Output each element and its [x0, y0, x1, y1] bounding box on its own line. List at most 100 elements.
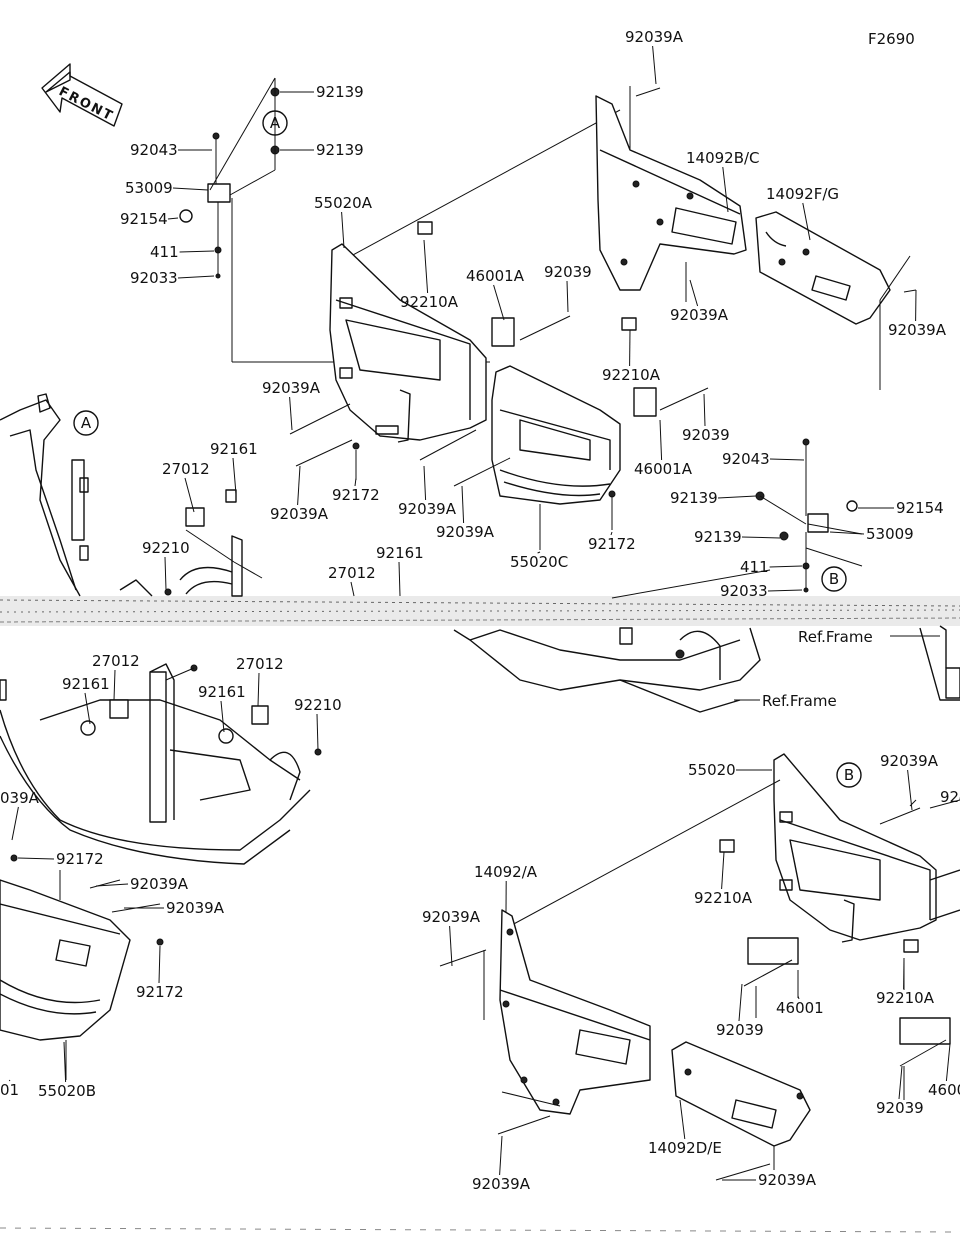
- part-label-l22: 27012: [162, 460, 210, 478]
- leader-line-l05: [172, 187, 209, 191]
- part-label-l23: 92039A: [270, 505, 329, 523]
- part-label-l58: 92039: [716, 1021, 764, 1039]
- leader-lines: [8, 45, 960, 1181]
- part-label-l06: 92154: [120, 210, 168, 228]
- leader-line-l07: [179, 250, 215, 253]
- part-label-l14: 14092F/G: [766, 185, 839, 203]
- callout-b-lower: B: [844, 766, 854, 784]
- leader-line-l35: [767, 589, 803, 592]
- leader-line-l29: [769, 458, 805, 461]
- callout-circle-b-lower: [836, 762, 862, 788]
- leader-line-l38: [350, 581, 355, 597]
- part-label-l16: 92039A: [888, 321, 947, 339]
- part-label-l32: 92139: [694, 528, 742, 546]
- ref-frame-label-right: Ref.Frame: [798, 628, 873, 646]
- part-label-l46: 92: [940, 788, 959, 806]
- leader-line-l09: [341, 211, 345, 249]
- leader-line-l56: [721, 851, 725, 890]
- leader-line-l32: [741, 536, 781, 539]
- part-label-l36: 92210: [142, 539, 190, 557]
- leader-line-l52: [8, 1079, 11, 1082]
- frame-center: [453, 625, 960, 713]
- leader-line-l10: [423, 239, 429, 294]
- leader-line-l23: [297, 465, 301, 506]
- part-label-l11: 46001A: [466, 267, 525, 285]
- part-label-l09: 55020A: [314, 194, 373, 212]
- part-label-l13: 14092B/C: [686, 149, 760, 167]
- scan-noise-band: [0, 596, 960, 1233]
- ref-frame-label-center: Ref.Frame: [762, 692, 837, 710]
- part-label-l48: 92172: [56, 850, 104, 868]
- cover-panel-14092a: [483, 909, 651, 1115]
- door-panel-55020: [773, 753, 960, 943]
- leader-line-l37: [398, 561, 401, 597]
- part-label-l43: 92210: [294, 696, 342, 714]
- part-label-l10: 92210A: [400, 293, 459, 311]
- part-label-l05: 53009: [125, 179, 173, 197]
- leader-line-l43: [316, 713, 319, 751]
- leader-line-l30: [717, 495, 757, 499]
- part-label-l63: 92039A: [472, 1175, 531, 1193]
- part-label-l49: 92039A: [130, 875, 189, 893]
- part-label-l55: 92039A: [422, 908, 481, 926]
- part-label-l39: 27012: [92, 652, 140, 670]
- part-label-l27: 55020C: [510, 553, 568, 571]
- part-label-l60: 4600: [928, 1081, 960, 1099]
- part-label-l61: 92039: [876, 1099, 924, 1117]
- leader-line-l06: [167, 217, 179, 220]
- leader-line-l33: [829, 531, 865, 535]
- part-label-l26: 92039A: [436, 523, 495, 541]
- part-label-l29: 92043: [722, 450, 770, 468]
- part-label-l38: 27012: [328, 564, 376, 582]
- part-label-l03: 92139: [316, 141, 364, 159]
- part-label-l51: 92172: [136, 983, 184, 1001]
- callout-a-left: A: [81, 414, 92, 432]
- door-panel-55020c: [491, 365, 621, 505]
- leader-line-l39: [113, 669, 116, 701]
- leader-line-l45: [907, 769, 913, 811]
- leader-line-l41: [257, 672, 260, 707]
- part-label-l18: 92039A: [262, 379, 321, 397]
- part-label-l62: 14092D/E: [648, 1139, 722, 1157]
- part-label-l19: 92039: [682, 426, 730, 444]
- leader-line-l47: [11, 806, 19, 841]
- leader-line-l18: [289, 396, 293, 431]
- leader-line-l15: [689, 279, 699, 307]
- part-label-l41: 27012: [236, 655, 284, 673]
- cover-panel-14092fg: [755, 211, 891, 325]
- leader-line-l26: [461, 485, 465, 524]
- part-label-l15: 92039A: [670, 306, 729, 324]
- part-label-l25: 92039A: [398, 500, 457, 518]
- leader-line-l11: [493, 284, 505, 321]
- part-label-l30: 92139: [670, 489, 718, 507]
- leader-line-l13: [722, 166, 729, 213]
- leader-line-l08: [177, 275, 215, 279]
- hinge-bracket-mid-left: [119, 489, 263, 597]
- part-label-l44: 55020: [688, 761, 736, 779]
- leader-line-l20: [659, 419, 663, 461]
- frame-left-upper: [0, 393, 89, 597]
- hinge-assembly-top: [179, 77, 280, 279]
- door-panel-55020b: [0, 854, 164, 1080]
- part-label-l04: 92043: [130, 141, 178, 159]
- callout-circle-a-top: [262, 110, 288, 136]
- part-label-l33: 53009: [866, 525, 914, 543]
- hinge-assembly-right: [611, 438, 863, 599]
- leader-line-l36: [164, 556, 167, 591]
- part-label-l31: 92154: [896, 499, 944, 517]
- leader-line-l40: [84, 692, 91, 725]
- leader-line-l34: [769, 565, 803, 568]
- part-label-l56: 92210A: [694, 889, 753, 907]
- leader-line-l53: [63, 1041, 67, 1083]
- part-label-l08: 92033: [130, 269, 178, 287]
- part-label-l35: 92033: [720, 582, 768, 600]
- leader-line-l62: [679, 1099, 686, 1140]
- frame-left-lower: [0, 663, 322, 865]
- leader-line-l49: [95, 883, 129, 887]
- part-label-l52: 01: [0, 1081, 19, 1099]
- part-label-l34: 411: [740, 558, 769, 576]
- callout-a-top: A: [270, 114, 281, 132]
- leader-line-l14: [802, 202, 811, 241]
- leader-line-l19: [703, 393, 706, 427]
